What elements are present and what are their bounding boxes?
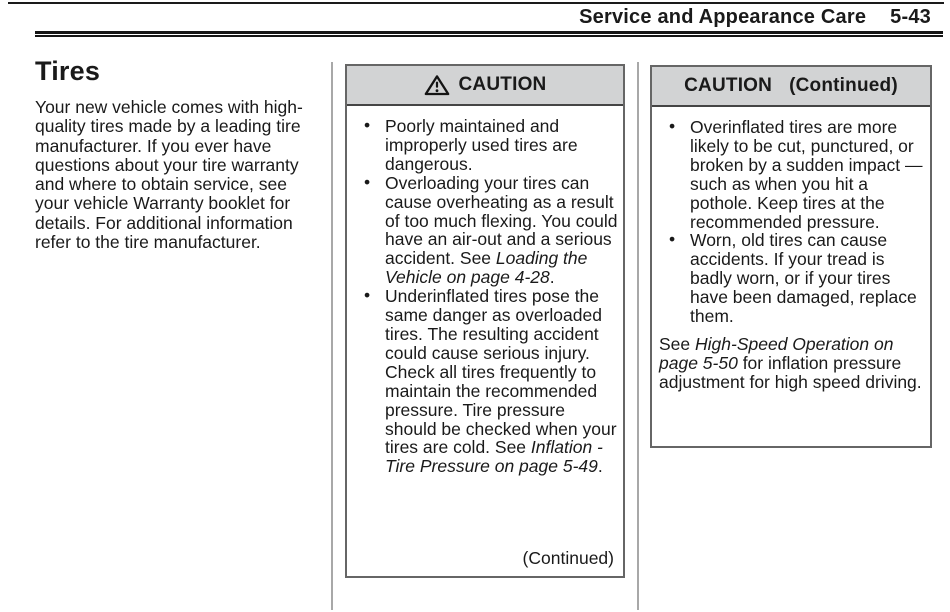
caution-label: CAUTION <box>684 75 773 96</box>
caution-bullet-item: • Overloading your tires can cause overh… <box>353 171 618 288</box>
column-divider-right <box>637 62 639 610</box>
cross-reference-italic: Inflation - Tire Pressure on page 5-49 <box>385 437 603 477</box>
caution-bullet-item: • Overinflated tires are more likely to … <box>658 116 925 232</box>
bullet-text-run: . <box>549 267 555 288</box>
continued-note: (Continued) <box>522 548 614 569</box>
caution-bullet-list: • Poorly maintained and improperly used … <box>353 115 618 476</box>
caution-bullet-list: • Overinflated tires are more likely to … <box>658 116 925 326</box>
bullet-text-run: Poorly maintained and improperly used ti… <box>385 116 578 174</box>
column-divider-left <box>331 62 333 610</box>
running-header-title: Service and Appearance Care <box>579 6 867 28</box>
caution-box-2-header: CAUTION (Continued) <box>652 67 930 107</box>
bullet-text: Underinflated tires pose the same danger… <box>385 286 617 476</box>
running-header: Service and Appearance Care 5-43 <box>579 6 931 29</box>
caution-bullet-item: • Poorly maintained and improperly used … <box>353 115 618 174</box>
bullet-text: Overinflated tires are more likely to be… <box>690 117 923 232</box>
caution-bullet-item: • Underinflated tires pose the same dang… <box>353 285 618 476</box>
caution-footer-text: See High-Speed Operation on page 5-50 fo… <box>658 335 925 392</box>
bullet-text: Worn, old tires can cause accidents. If … <box>690 230 917 326</box>
footer-text-run: for inflation pressure adjustment for hi… <box>659 352 922 392</box>
header-rule <box>35 31 943 37</box>
page-number: 5-43 <box>890 6 931 28</box>
footer-text-run: See <box>659 333 695 354</box>
tires-section: Tires Your new vehicle comes with high-q… <box>35 56 320 252</box>
bullet-text-run: Overloading your tires can cause overhea… <box>385 172 618 269</box>
bullet-text: Poorly maintained and improperly used ti… <box>385 116 578 174</box>
cross-reference-italic: Loading the Vehicle on page 4-28 <box>385 248 588 288</box>
section-body-text: Your new vehicle comes with high-quality… <box>35 97 303 253</box>
bullet-icon: • <box>669 116 676 136</box>
caution-box-2-body: • Overinflated tires are more likely to … <box>652 107 930 446</box>
bullet-text: Overloading your tires can cause overhea… <box>385 173 618 288</box>
bullet-text-run: Underinflated tires pose the same danger… <box>385 286 617 458</box>
page-top-rule <box>8 2 944 4</box>
bullet-text-run: Worn, old tires can cause accidents. If … <box>690 230 917 327</box>
bullet-icon: • <box>364 285 371 306</box>
caution-label: CAUTION <box>458 74 547 95</box>
bullet-text-run: Overinflated tires are more likely to be… <box>690 117 923 232</box>
cross-reference-italic: High-Speed Operation on page 5-50 <box>659 333 894 373</box>
bullet-icon: • <box>364 171 371 192</box>
caution-bullet-item: • Worn, old tires can cause accidents. I… <box>658 229 925 326</box>
caution-continued-label: (Continued) <box>789 75 898 96</box>
warning-triangle-icon <box>424 75 449 96</box>
caution-box-1: CAUTION • Poorly maintained and improper… <box>345 64 625 578</box>
caution-box-1-header: CAUTION <box>347 66 623 106</box>
caution-box-2: CAUTION (Continued) • Overinflated tires… <box>650 65 932 448</box>
section-heading: Tires <box>35 56 101 86</box>
caution-box-1-body: • Poorly maintained and improperly used … <box>347 106 623 576</box>
bullet-icon: • <box>364 115 371 135</box>
bullet-text-run: . <box>597 456 603 477</box>
bullet-icon: • <box>669 229 676 250</box>
